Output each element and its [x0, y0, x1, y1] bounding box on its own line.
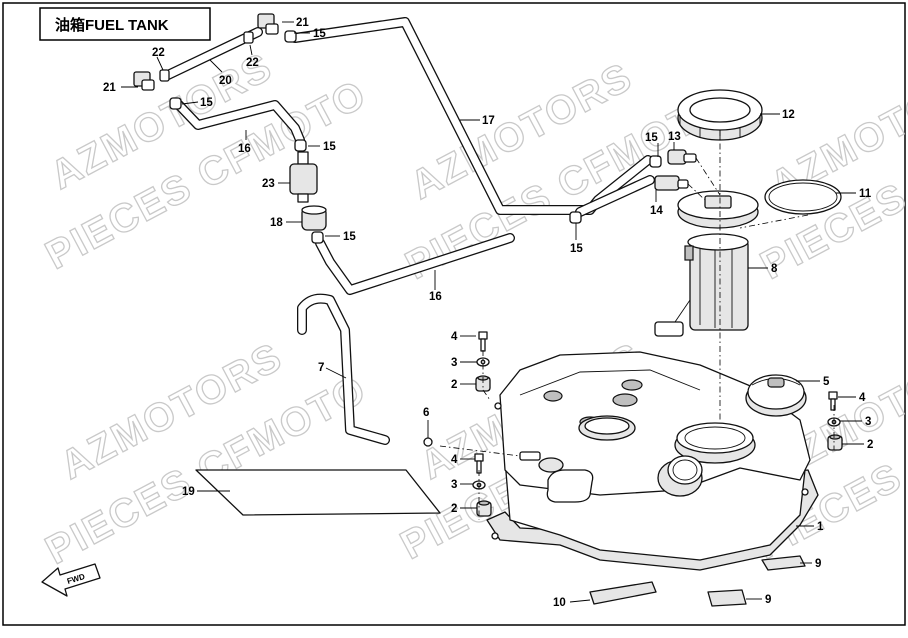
fwd-direction-arrow: FWD — [41, 563, 101, 597]
callout-7: 7 — [318, 362, 324, 374]
callout-3: 3 — [451, 357, 457, 369]
pad-19 — [195, 469, 441, 516]
callout-4: 4 — [451, 331, 458, 343]
diagram-title: 油箱FUEL TANK — [55, 16, 169, 34]
hose-16-lower — [315, 175, 655, 295]
callout-12: 12 — [782, 109, 795, 121]
callout-15: 15 — [323, 141, 336, 153]
callout-2: 2 — [451, 503, 457, 515]
callout-labels: 21 15 22 22 20 21 15 16 15 23 18 15 17 1… — [103, 17, 873, 609]
callout-2: 2 — [451, 379, 457, 391]
elbow-fitting-21 — [257, 13, 279, 35]
callout-4: 4 — [859, 392, 866, 404]
callout-20: 20 — [219, 75, 232, 87]
callout-10: 10 — [553, 597, 566, 609]
callout-8: 8 — [771, 263, 778, 275]
callout-22: 22 — [246, 57, 259, 69]
callout-4: 4 — [451, 454, 458, 466]
callout-23: 23 — [262, 178, 275, 190]
callout-14: 14 — [650, 205, 663, 217]
fuel-tank-1 — [486, 351, 819, 571]
callout-19: 19 — [182, 486, 195, 498]
pad-9 — [707, 589, 747, 607]
diagram-border — [2, 2, 906, 626]
hose-17 — [290, 17, 653, 215]
callout-16: 16 — [238, 143, 251, 155]
hose-7 — [297, 293, 390, 445]
callout-18: 18 — [270, 217, 283, 229]
callout-15: 15 — [313, 28, 326, 40]
callout-21: 21 — [296, 17, 309, 29]
pad-9 — [761, 555, 806, 571]
callout-3: 3 — [451, 479, 457, 491]
callout-11: 11 — [859, 188, 872, 200]
title-box: 油箱FUEL TANK — [39, 7, 211, 41]
callout-6: 6 — [423, 407, 429, 419]
clamp-15 — [169, 97, 182, 110]
callout-9: 9 — [765, 594, 771, 606]
sleeve-18 — [301, 205, 327, 231]
fuel-filter-23 — [289, 151, 318, 203]
callout-21: 21 — [103, 82, 116, 94]
clamp-15 — [311, 231, 324, 244]
connector-13 — [667, 149, 697, 165]
leader-lines — [121, 21, 864, 603]
hose-16-upper — [173, 99, 305, 145]
callout-15: 15 — [200, 97, 213, 109]
callout-3: 3 — [865, 416, 871, 428]
clamp-22 — [159, 69, 170, 82]
callout-1: 1 — [817, 521, 824, 533]
clamp-15 — [294, 139, 307, 152]
clamp-22 — [243, 31, 254, 44]
callout-17: 17 — [482, 115, 495, 127]
mount-stack-right — [827, 391, 843, 451]
elbow-fitting-21 — [133, 71, 155, 91]
hose-20 — [163, 27, 263, 80]
clamp-15 — [284, 30, 297, 43]
callout-15: 15 — [645, 132, 658, 144]
callout-2: 2 — [867, 439, 873, 451]
fuel-cap-5 — [745, 374, 807, 417]
pad-10 — [589, 581, 657, 605]
clamp-15 — [649, 155, 662, 168]
connector-14 — [654, 175, 689, 191]
callout-5: 5 — [823, 376, 830, 388]
callout-15: 15 — [343, 231, 356, 243]
clamp-15 — [569, 211, 582, 224]
fuel-pump-assembly-8 — [654, 190, 759, 337]
callout-13: 13 — [668, 131, 681, 143]
clamp-6 — [423, 437, 433, 447]
seal-ring-11 — [764, 179, 842, 215]
callout-16: 16 — [429, 291, 442, 303]
callout-9: 9 — [815, 558, 821, 570]
assembly-center-lines — [439, 130, 835, 520]
callout-22: 22 — [152, 47, 165, 59]
callout-15: 15 — [570, 243, 583, 255]
